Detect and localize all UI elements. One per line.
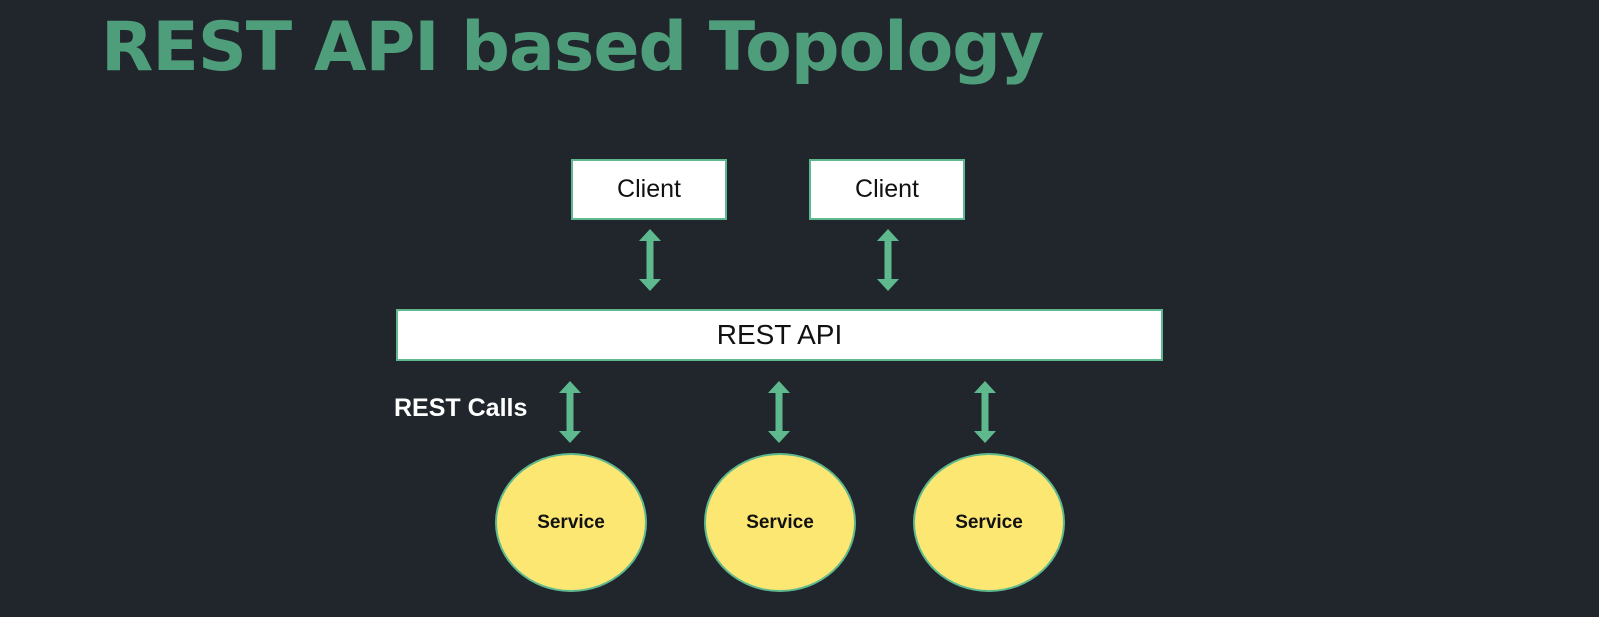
slide-title: REST API based Topology (101, 8, 1044, 87)
double-arrow-icon (558, 381, 582, 443)
rest-api-box: REST API (396, 309, 1163, 361)
double-arrow-icon (876, 229, 900, 291)
rest-calls-label: REST Calls (394, 394, 528, 422)
double-arrow-icon (767, 381, 791, 443)
double-arrow-icon (638, 229, 662, 291)
service-node-3: Service (913, 453, 1065, 592)
service-node-2: Service (704, 453, 856, 592)
double-arrow-icon (973, 381, 997, 443)
client-box-1: Client (571, 159, 727, 220)
service-node-1: Service (495, 453, 647, 592)
client-box-2: Client (809, 159, 965, 220)
